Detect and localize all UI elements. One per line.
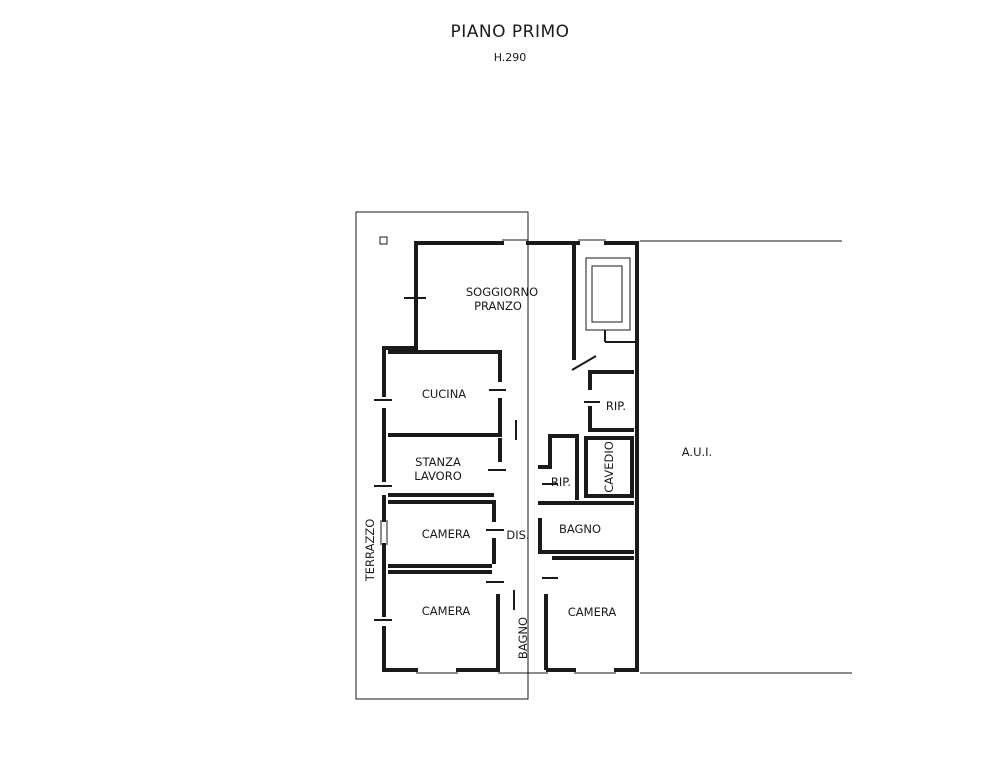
room-label-camera-3: CAMERA [568,605,617,619]
room-label-pranzo: PRANZO [474,299,522,313]
room-label-rip-2: RIP. [551,475,571,489]
room-label-dis: DIS. [506,528,529,542]
exterior-walls [382,241,639,672]
room-label-bagno-1: BAGNO [559,522,601,536]
door-marks [374,297,600,621]
column-marker [379,236,388,245]
room-label-cucina: CUCINA [422,387,466,401]
room-label-camera-2: CAMERA [422,604,471,618]
room-label-aui: A.U.I. [682,445,712,459]
room-label-terrazzo: TERRAZZO [363,519,377,582]
room-label-cavedio: CAVEDIO [602,441,616,493]
room-label-camera-1: CAMERA [422,527,471,541]
plan-title: PIANO PRIMO [450,22,570,42]
room-label-bagno-2: BAGNO [516,617,530,659]
room-label-soggiorno: SOGGIORNO [466,285,538,299]
room-label-stanza: STANZA [415,455,461,469]
windows [380,239,616,674]
room-label-rip-1: RIP. [606,399,626,413]
floor-height-note: H.290 [493,51,527,64]
room-label-lavoro: LAVORO [414,469,462,483]
interior-walls [388,241,637,670]
terrace-outline [355,211,529,700]
